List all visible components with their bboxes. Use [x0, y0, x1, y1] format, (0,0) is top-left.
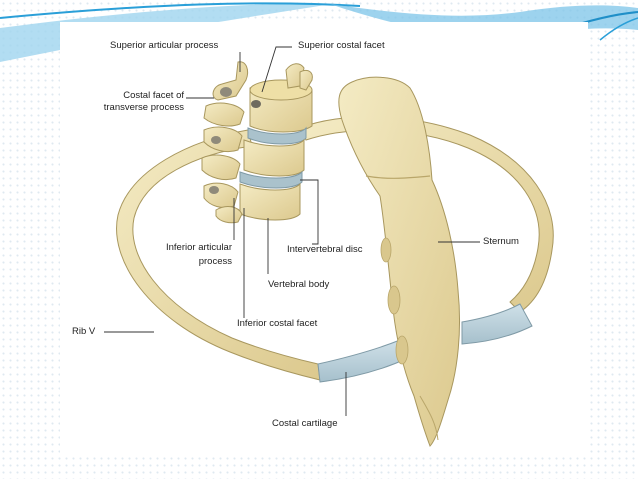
label-vertebral-body: Vertebral body — [268, 279, 330, 290]
label-superior-articular-process: Superior articular process — [110, 40, 219, 51]
label-inferior-articular-1: Inferior articular — [166, 242, 232, 253]
costal-cartilage-right — [461, 303, 533, 345]
label-intervertebral-disc: Intervertebral disc — [287, 244, 363, 255]
label-inferior-articular-2: process — [198, 256, 232, 267]
sternum-bone — [338, 76, 461, 447]
leader-lines — [104, 46, 480, 416]
label-superior-costal-facet: Superior costal facet — [298, 40, 385, 51]
label-costal-facet-transverse-2: transverse process — [103, 102, 184, 113]
label-inferior-costal-facet: Inferior costal facet — [237, 318, 318, 329]
figure-panel — [60, 22, 588, 455]
label-sternum: Sternum — [483, 236, 519, 247]
costal-cartilage-left — [317, 339, 409, 383]
label-costal-facet-transverse-1: Costal facet of — [123, 90, 184, 101]
label-rib-v: Rib V — [72, 326, 96, 337]
vertebral-column — [201, 61, 313, 224]
label-costal-cartilage: Costal cartilage — [272, 418, 338, 429]
